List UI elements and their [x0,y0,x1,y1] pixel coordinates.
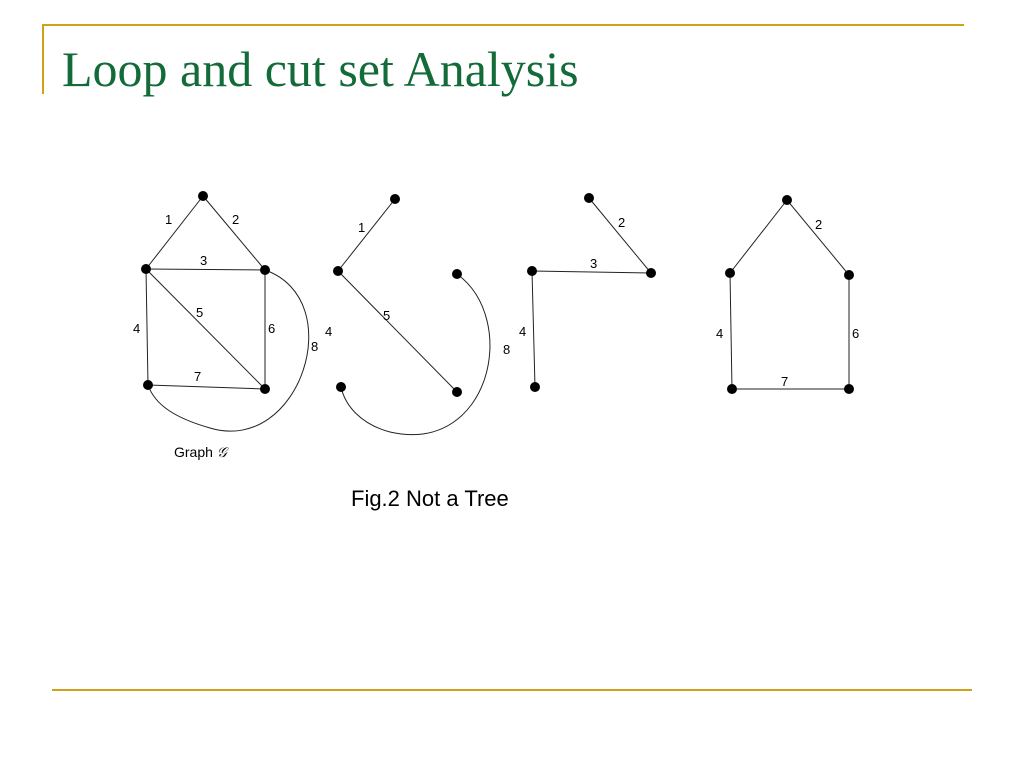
node [727,384,737,394]
node [530,382,540,392]
edge-5 [337,270,458,393]
diagram-graph-g: 1 2 3 4 5 6 7 8 [133,191,318,432]
edge-label: 8 [311,339,318,354]
edge-label: 5 [196,305,203,320]
figure-caption: Fig.2 Not a Tree [351,486,509,511]
node [260,384,270,394]
edge-1 [145,195,204,270]
node [452,387,462,397]
graph-name-label: Graph 𝒢 [174,444,227,461]
node [527,266,537,276]
node [725,268,735,278]
edge-label: 4 [133,321,140,336]
edge-label: 3 [200,253,207,268]
edge-label: 4 [519,324,526,339]
edge-label: 7 [194,369,201,384]
edge-8 [147,269,310,432]
node [844,384,854,394]
left-rule [42,24,44,94]
edge-label: 4 [325,324,332,339]
edge-label: 3 [590,256,597,271]
node [143,380,153,390]
graph-name-text: Graph [174,444,213,460]
loop-path [729,199,850,390]
edge-label: 4 [716,326,723,341]
edge-1 [337,198,396,272]
slide-title: Loop and cut set Analysis [62,41,579,97]
edge-8 [340,273,491,435]
node [844,270,854,280]
edge-3 [531,270,652,274]
edge-label: 6 [268,321,275,336]
edge-label: 1 [358,220,365,235]
diagram-subgraph-1-5-8: 1 5 4 8 [325,194,510,435]
node [141,264,151,274]
node [646,268,656,278]
node [584,193,594,203]
edge-7 [147,384,266,390]
top-rule [42,24,964,26]
node [336,382,346,392]
edge-5 [145,268,266,390]
edge-label: 5 [383,308,390,323]
edge-2 [588,197,652,274]
node [452,269,462,279]
edge-2 [202,195,266,271]
edge-4 [145,268,149,386]
diagram-subgraph-2-3-4: 2 3 4 [519,193,656,392]
edge-label: 6 [852,326,859,341]
edge-4 [531,270,536,388]
edge-label: 1 [165,212,172,227]
bottom-rule [52,689,972,691]
edge-label: 2 [815,217,822,232]
edge-3 [145,268,266,271]
node [198,191,208,201]
edge-label: 8 [503,342,510,357]
edge-label: 2 [618,215,625,230]
diagram-subgraph-loop-2-4-6-7: 2 4 6 7 [716,195,859,394]
edge-label: 2 [232,212,239,227]
node [782,195,792,205]
node [260,265,270,275]
node [390,194,400,204]
graph-symbol: 𝒢 [216,445,227,461]
node [333,266,343,276]
edge-label: 7 [781,374,788,389]
